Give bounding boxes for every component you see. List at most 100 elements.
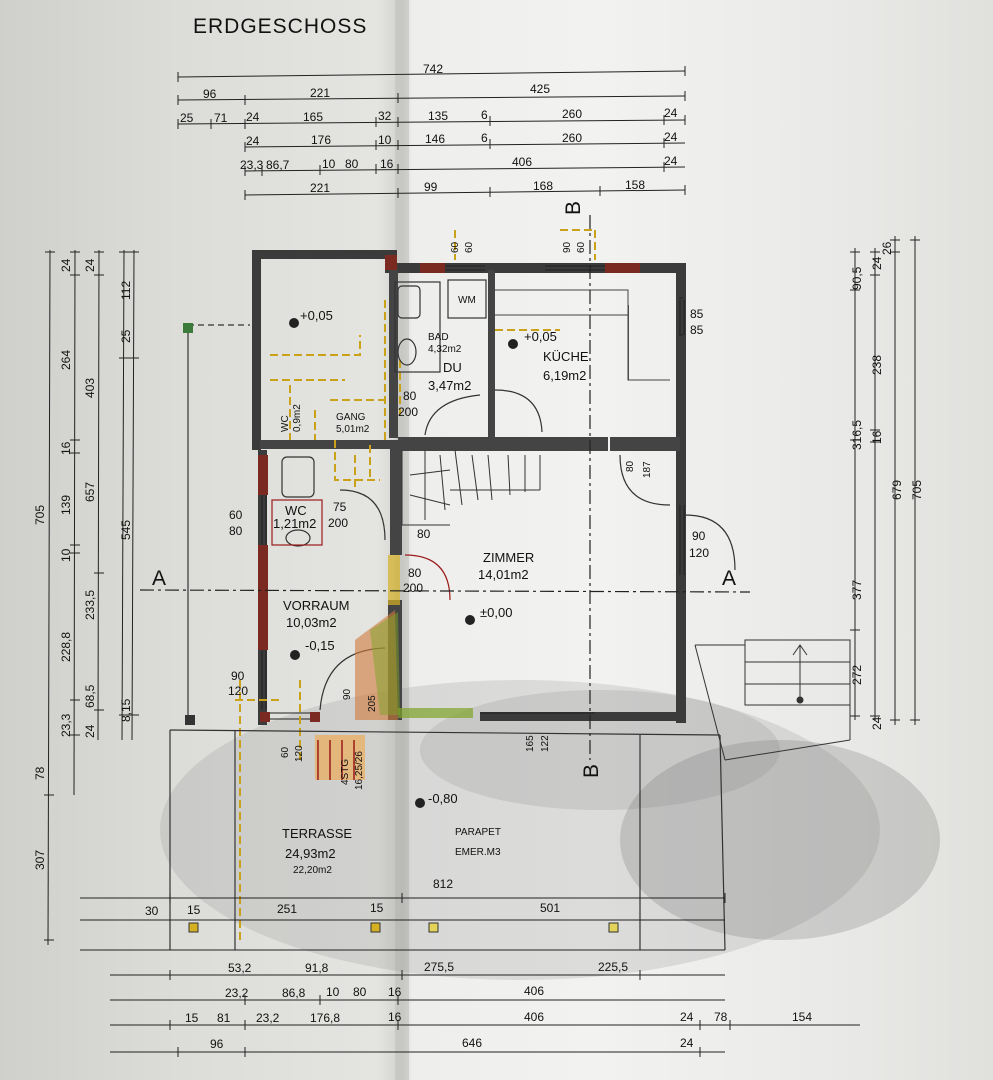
dim-value: 24 [870,716,884,730]
level-exterior: -0,80 [428,791,458,806]
opening-label: 205 [367,695,378,712]
dim-value: 316,5 [850,420,864,450]
opening-labels: 60 60 90 60 85 85 80 200 80 187 90 120 6… [228,241,709,790]
opening-label: 80 [408,566,422,580]
room-vorraum-name: VORRAUM [283,598,349,613]
room-zimmer-area: 14,01m2 [478,567,529,582]
room-wc-upper-area: 0,9m2 [292,404,303,432]
cut-walls [258,255,640,722]
opening-label: 80 [229,524,243,538]
dim-value: 251 [277,902,297,916]
column-mark [185,715,195,725]
opening-label: 187 [642,461,653,478]
dim-value: 377 [850,580,864,600]
dim-value: 679 [890,480,904,500]
dim-value: 25 [119,329,133,343]
room-terrasse-name: TERRASSE [282,826,352,841]
dim-value: 71 [214,111,228,125]
dim-value: 96 [210,1037,224,1051]
room-parapet-sub: EMER.M3 [455,847,501,858]
opening-label: 120 [294,745,305,762]
section-lines [139,215,751,760]
opening-label: 60 [450,241,461,253]
opening-label: 120 [228,684,248,698]
opening-label: 120 [689,546,709,560]
dim-value: 86,7 [266,158,290,172]
dim-value: 158 [625,178,645,192]
opening-label: 200 [398,405,418,419]
dim-value: 23,3 [240,158,264,172]
bottom-dimension-lines [80,893,860,1057]
room-labels: +0,05 BAD 4,32m2 DU 3,47m2 WM +0,05 KÜCH… [273,295,589,876]
dim-value: 501 [540,901,560,915]
right-dimension-lines [850,236,920,725]
dim-value: 176 [311,133,331,147]
top-dimension-lines [177,66,686,200]
opening-label: 60 [280,746,291,758]
left-dimension-values: 705 78 307 24 264 16 139 10 228,8 23,3 2… [33,258,133,870]
dim-value: 80 [345,157,359,171]
opening-label: 90 [692,529,706,543]
dim-left-total: 705 [33,505,47,525]
dim-value: 26 [880,241,894,255]
dim-value: 24 [83,724,97,738]
dim-value: 80 [353,985,367,999]
level-kueche: +0,05 [524,329,557,344]
dim-value: 91,8 [305,961,329,975]
entrance-stair [315,555,473,780]
dim-value: 30 [145,904,159,918]
plan-title: ERDGESCHOSS [193,15,367,38]
stair-spec: 16,25/26 [354,751,365,790]
dim-value: 24 [246,110,260,124]
opening-label: 90 [231,669,245,683]
dim-value: 135 [428,109,448,123]
dim-value: 264 [59,350,73,370]
room-kueche-name: KÜCHE [543,349,589,364]
dim-value: 168 [533,179,553,193]
opening-label: 122 [540,735,551,752]
dim-value: 24 [59,258,73,272]
top-dimension-values: 742 96 221 425 25 71 24 165 32 135 6 260… [180,62,678,195]
dim-value: 24 [664,130,678,144]
dim-bottom-total: 812 [433,877,453,891]
dim-value: 403 [83,378,97,398]
dim-value: 23,3 [59,713,73,737]
dim-value: 307 [33,850,47,870]
dim-value: 238 [870,355,884,375]
dim-value: 16 [870,430,884,444]
room-vorraum-area: 10,03m2 [286,615,337,630]
dim-value: 260 [562,131,582,145]
section-a-right: A [722,567,737,590]
terrace-outline [169,324,726,951]
opening-label: 90 [562,241,573,253]
dim-value: 78 [33,766,47,780]
dim-top-total: 742 [423,62,443,76]
room-kueche-area: 6,19m2 [543,368,586,383]
dim-value: 8,15 [119,698,133,722]
dim-value: 15 [185,1011,199,1025]
stair-label: 4STG [340,759,351,785]
dim-value: 96 [203,87,217,101]
dim-value: 99 [424,180,438,194]
dim-value: 23,2 [256,1011,280,1025]
dim-value: 53,2 [228,961,252,975]
dim-value: 78 [714,1010,728,1024]
dim-value: 6 [481,108,488,122]
opening-label: 80 [625,460,636,472]
dim-value: 225,5 [598,960,628,974]
room-zimmer-name: ZIMMER [483,550,534,565]
dim-value: 260 [562,107,582,121]
level-markers [289,318,518,808]
dim-value: 16 [388,985,402,999]
dim-value: 10 [378,133,392,147]
room-gang-area: 5,01m2 [336,424,370,435]
sanitary-fixtures [271,279,487,547]
staircase [401,449,541,526]
dim-value: 425 [530,82,550,96]
outside-stair [694,639,851,761]
dashed-fixtures [235,229,596,940]
dim-value: 24 [664,106,678,120]
door-swings [319,389,736,711]
dim-value: 24 [870,256,884,270]
